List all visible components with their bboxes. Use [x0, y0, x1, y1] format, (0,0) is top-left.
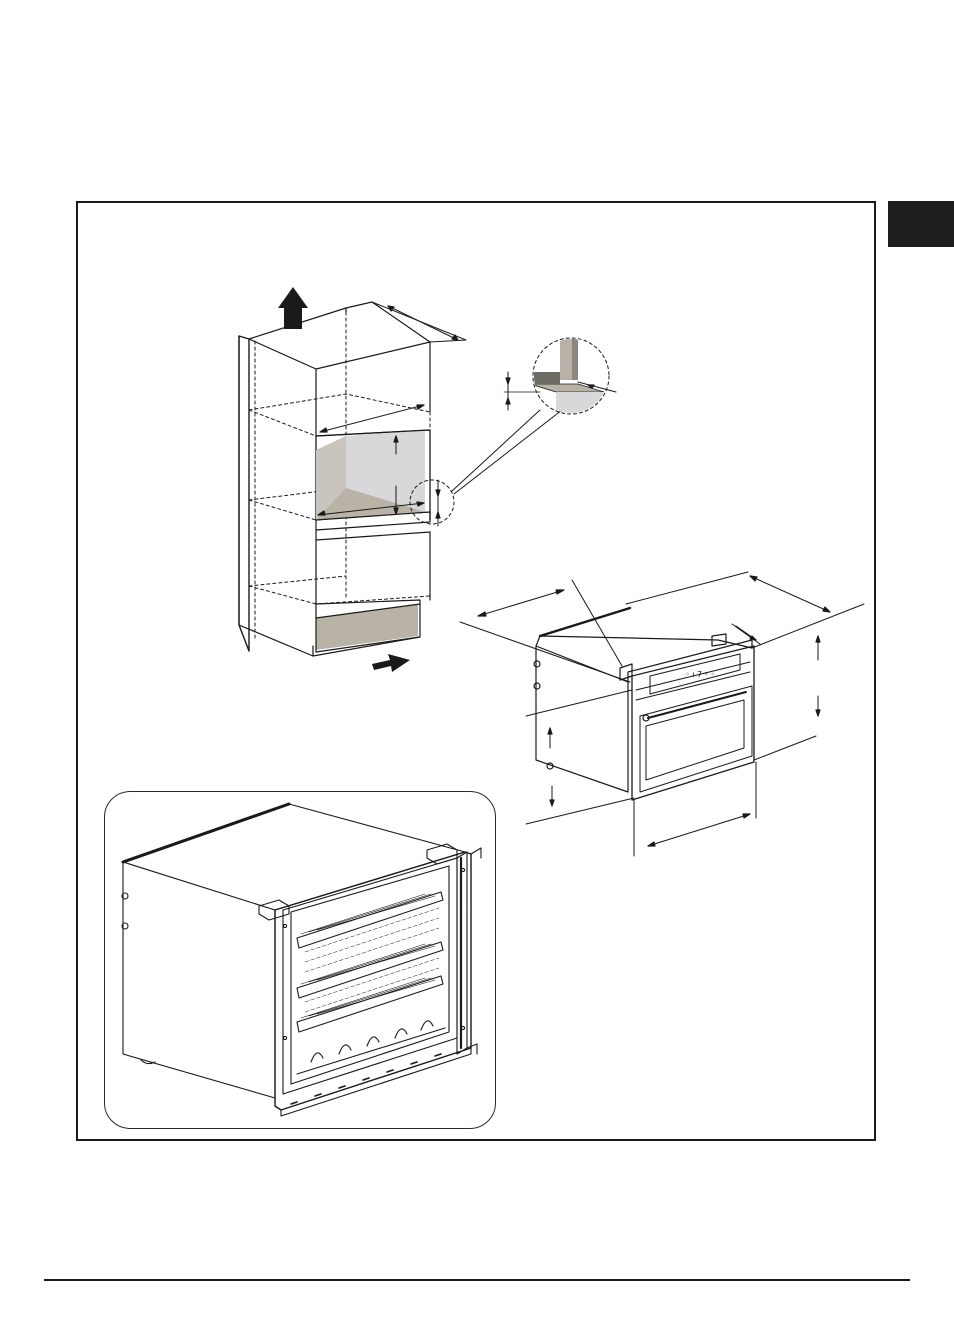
interior-drawing	[105, 792, 495, 1128]
zoom-detail	[504, 336, 616, 414]
appliance-dimension-drawing: ◦ ı 7 ᵒ ◦	[460, 572, 864, 856]
arrow-up-icon	[278, 287, 308, 329]
arrow-right-icon	[372, 654, 410, 672]
appliance-interior-view	[104, 791, 496, 1129]
wire-shelves	[297, 892, 443, 1032]
control-panel-glyphs: ◦ ı 7 ᵒ ◦	[685, 670, 715, 679]
cabinet-niche-drawing	[239, 287, 562, 672]
